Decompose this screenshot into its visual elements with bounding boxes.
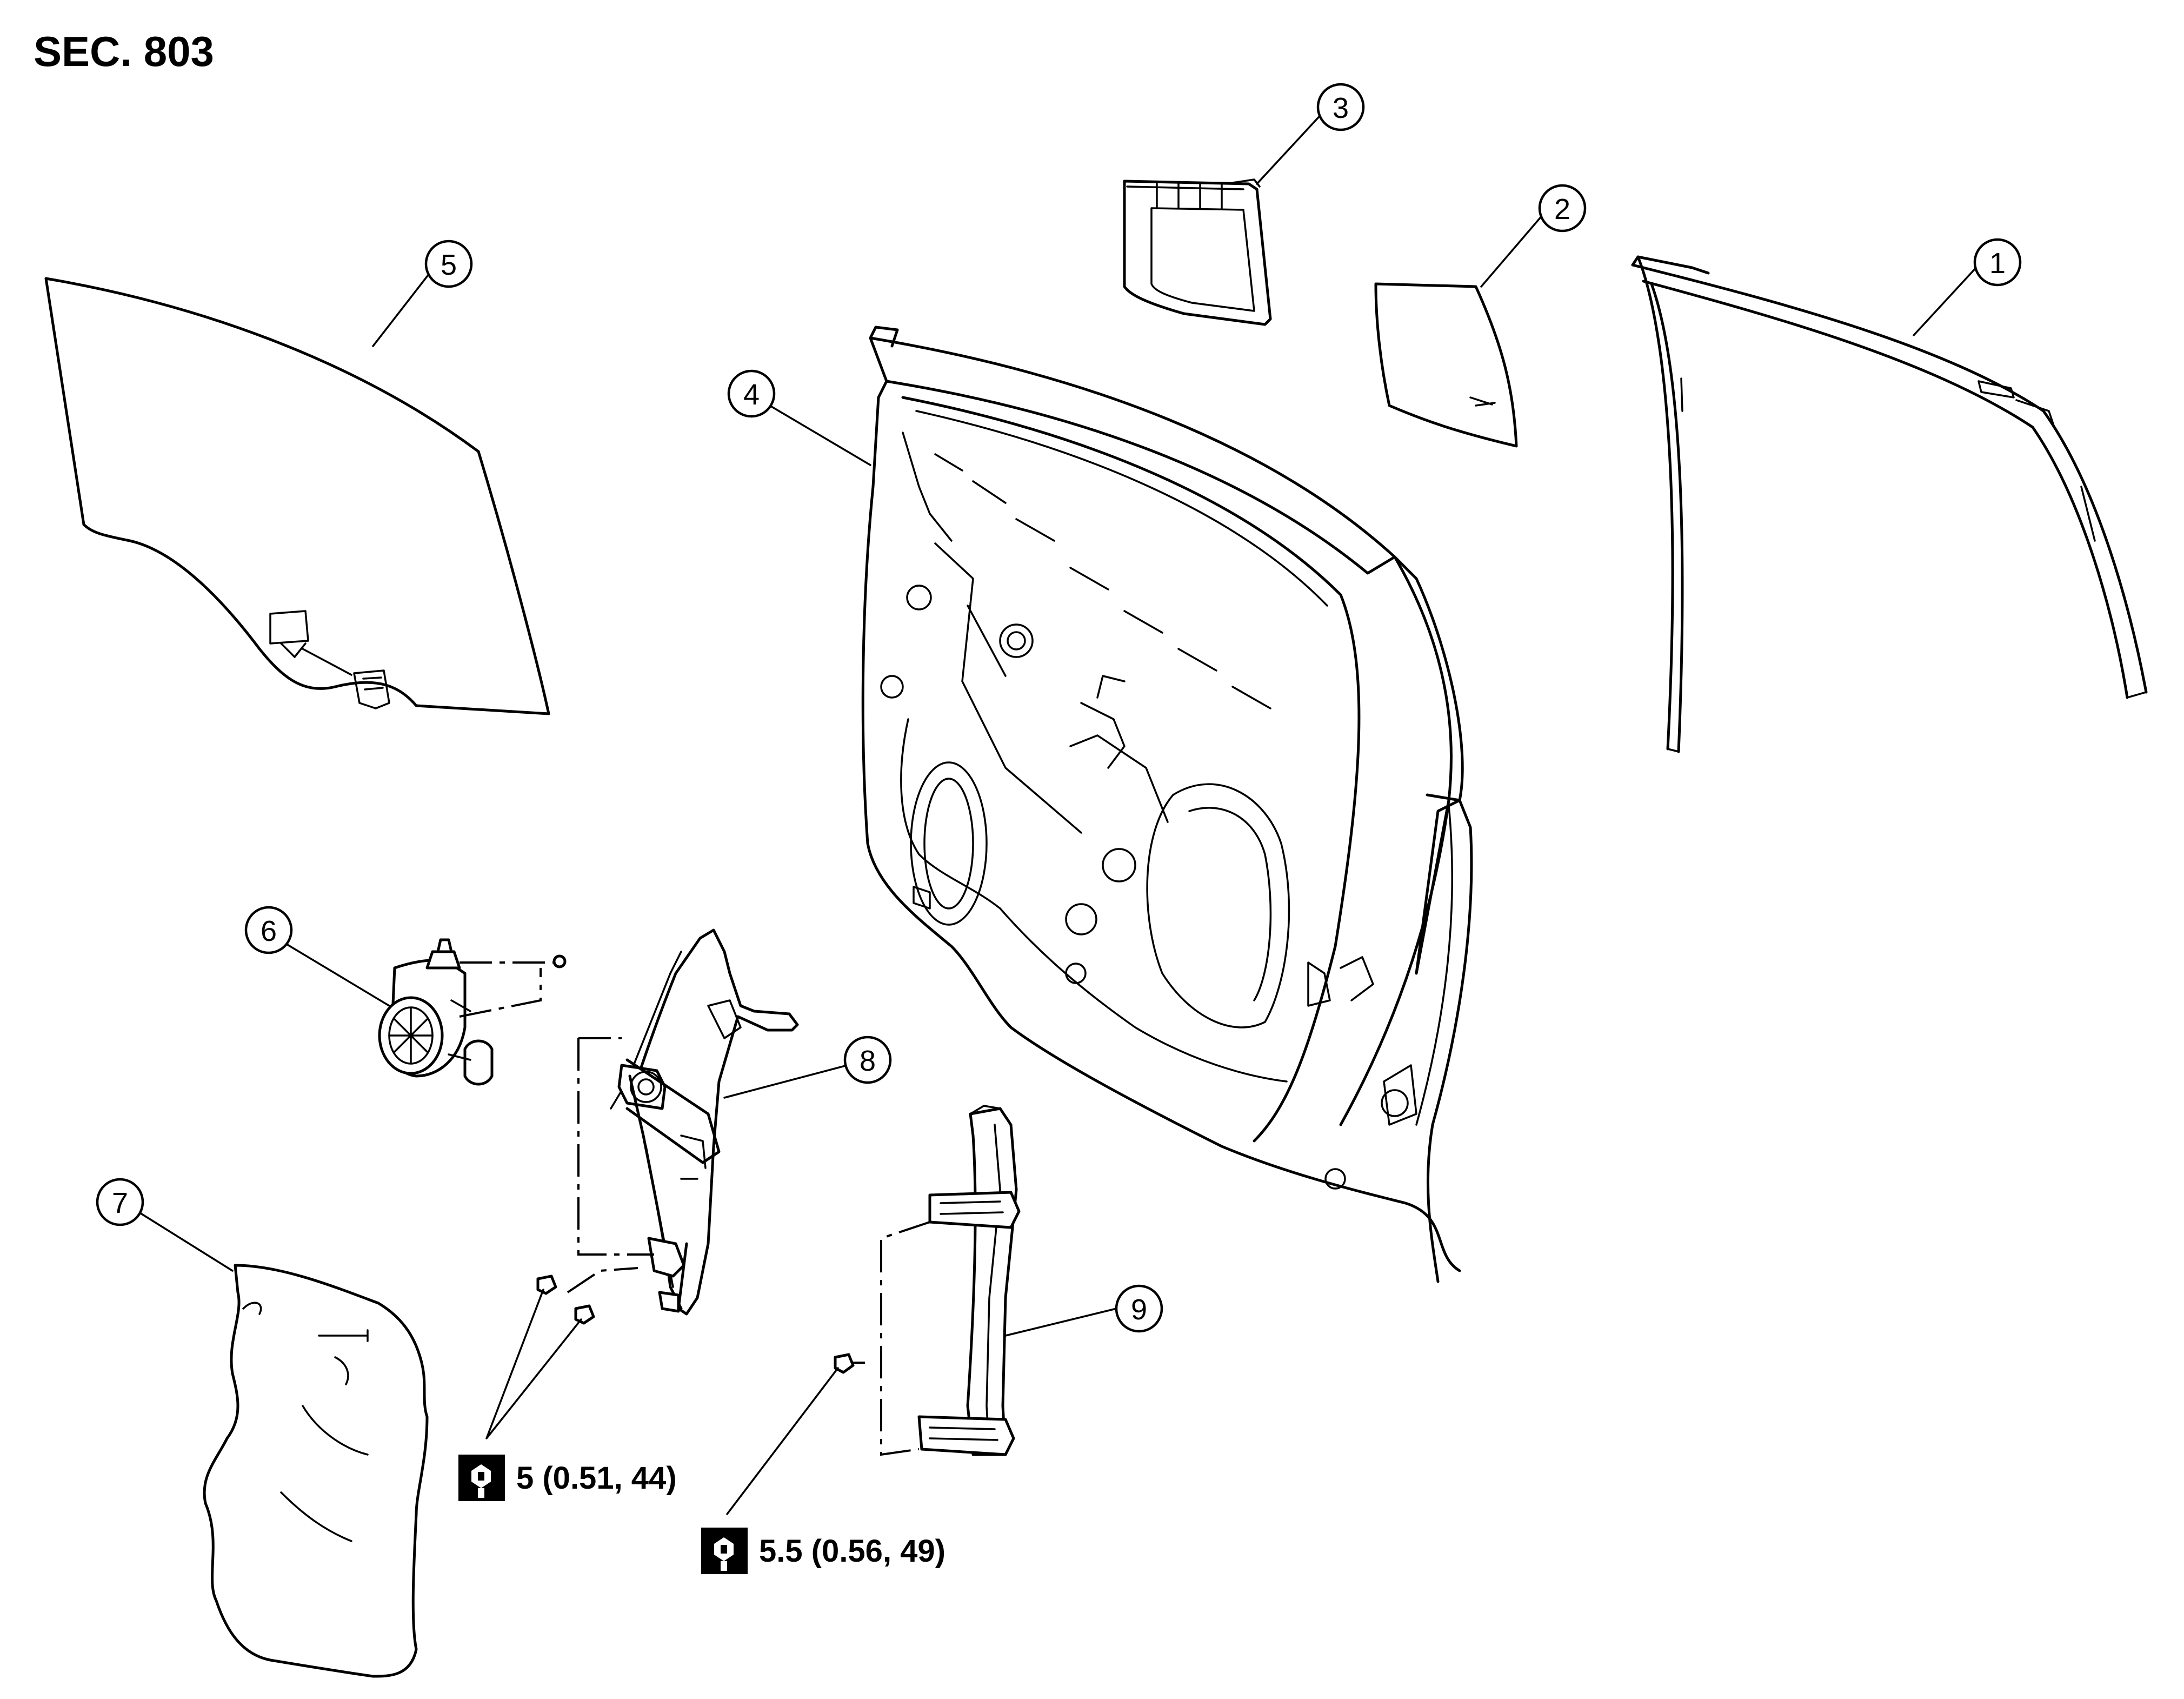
section-label: SEC. 803	[34, 28, 214, 75]
torque-wrench-icon	[458, 1455, 505, 1501]
svg-text:1: 1	[1989, 247, 2006, 280]
sealing-screen	[203, 1264, 429, 1678]
door-glass	[44, 277, 550, 715]
callout-3: 3	[1316, 83, 1365, 131]
callout-8: 8	[843, 1036, 892, 1084]
callout-5: 5	[424, 240, 473, 288]
regulator-motor	[378, 938, 567, 1086]
svg-text:9: 9	[1131, 1293, 1147, 1326]
svg-text:4: 4	[743, 379, 760, 411]
svg-text:5: 5	[441, 249, 457, 281]
partition-glass	[1374, 282, 1518, 448]
callout-9: 9	[1115, 1284, 1163, 1333]
glass-run-rubber	[1631, 255, 2148, 753]
torque-wrench-icon	[701, 1528, 748, 1574]
svg-text:3: 3	[1333, 92, 1349, 124]
torque-value: 5.5 (0.56, 49)	[759, 1534, 945, 1569]
svg-text:7: 7	[112, 1187, 128, 1219]
callout-6: 6	[244, 906, 293, 954]
callout-7: 7	[96, 1178, 144, 1226]
svg-text:8: 8	[860, 1045, 876, 1077]
corner-sash-seal	[1123, 178, 1272, 326]
torque-spec-regulator: 5 (0.51, 44)	[458, 1455, 677, 1501]
leader-lines	[123, 110, 1980, 1515]
door-panel	[861, 326, 1473, 1283]
torque-value: 5 (0.51, 44)	[516, 1461, 677, 1496]
window-regulator	[536, 928, 799, 1325]
callout-1: 1	[1973, 238, 2022, 287]
rear-lower-sash	[834, 1105, 1021, 1456]
svg-text:2: 2	[1554, 193, 1570, 225]
svg-text:6: 6	[261, 915, 277, 947]
callout-2: 2	[1538, 184, 1587, 233]
torque-spec-sash: 5.5 (0.56, 49)	[701, 1528, 945, 1574]
callout-4: 4	[727, 369, 776, 418]
